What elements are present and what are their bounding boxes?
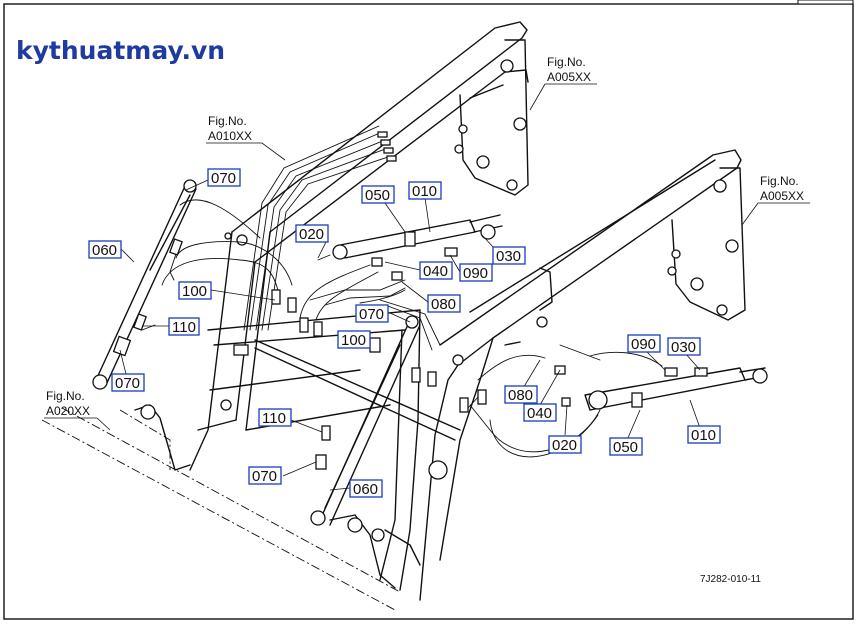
callout-070[interactable]: 070 — [355, 304, 389, 323]
callout-label: 020 — [552, 437, 577, 454]
callout-050[interactable]: 050 — [609, 437, 643, 456]
lower-frame — [197, 309, 421, 591]
callout-010[interactable]: 010 — [687, 425, 721, 444]
callout-090[interactable]: 090 — [627, 334, 661, 353]
right-hoses — [459, 351, 663, 458]
callout-020[interactable]: 020 — [295, 224, 329, 243]
callout-070[interactable]: 070 — [207, 168, 241, 187]
callout-020[interactable]: 020 — [548, 435, 582, 454]
middle-hoses — [299, 264, 406, 337]
callout-label: 030 — [671, 339, 696, 356]
drawing-number: 7J282-010-11 — [700, 574, 761, 585]
left-cylinder — [92, 179, 197, 390]
drawing-frame — [3, 3, 854, 620]
callout-110[interactable]: 110 — [168, 317, 200, 336]
watermark-text: kythuatmay.vn — [16, 36, 225, 65]
callout-100[interactable]: 100 — [178, 281, 212, 300]
fig-ref-line2: A020XX — [46, 404, 90, 418]
left-hoses — [141, 199, 297, 331]
callout-label: 110 — [262, 410, 286, 427]
callout-label: 010 — [691, 427, 716, 444]
callout-label: 030 — [496, 248, 521, 265]
right-boom-arm — [419, 149, 746, 601]
hose-bundle — [243, 125, 461, 441]
callout-030[interactable]: 030 — [492, 246, 526, 265]
callout-050[interactable]: 050 — [361, 185, 395, 204]
callout-label: 010 — [412, 183, 437, 200]
callout-label: 050 — [613, 439, 638, 456]
callout-label: 080 — [508, 387, 533, 404]
callout-label: 080 — [431, 296, 456, 313]
figure-reference-a010xx: Fig.No. A010XX — [206, 114, 286, 161]
figure-reference-a005xx-right: Fig.No. A005XX — [741, 174, 810, 226]
callout-label: 070 — [115, 375, 140, 392]
fig-ref-line1: Fig.No. — [208, 114, 247, 128]
callout-110[interactable]: 110 — [258, 408, 292, 427]
callout-080[interactable]: 080 — [504, 385, 538, 404]
callout-label: 070 — [211, 170, 236, 187]
callout-030[interactable]: 030 — [667, 337, 701, 356]
top-cylinder — [317, 214, 503, 267]
callout-label: 100 — [341, 332, 366, 349]
bucket-outline — [41, 404, 421, 611]
callout-080[interactable]: 080 — [427, 294, 461, 313]
callout-040[interactable]: 040 — [419, 261, 453, 280]
callout-040[interactable]: 040 — [523, 403, 557, 422]
fig-ref-line2: A010XX — [208, 129, 252, 143]
callout-070[interactable]: 070 — [248, 466, 282, 485]
callout-label: 070 — [252, 468, 277, 485]
right-cylinder — [469, 344, 768, 453]
frame-corner-tab — [797, 0, 854, 5]
callout-label: 060 — [353, 481, 378, 498]
callout-label: 090 — [631, 336, 656, 353]
callout-label: 070 — [359, 306, 384, 323]
fig-ref-line2: A005XX — [760, 189, 804, 203]
fig-ref-line1: Fig.No. — [46, 389, 85, 403]
fig-ref-line1: Fig.No. — [547, 55, 586, 69]
callout-060[interactable]: 060 — [349, 479, 383, 498]
callout-label: 050 — [365, 187, 390, 204]
left-boom-arm — [189, 21, 529, 471]
callout-100[interactable]: 100 — [337, 330, 371, 349]
callout-leaders — [119, 179, 701, 491]
callout-label: 040 — [423, 263, 448, 280]
callout-label: 040 — [527, 405, 552, 422]
fig-ref-line1: Fig.No. — [760, 174, 799, 188]
figure-reference-a020xx: Fig.No. A020XX — [44, 389, 111, 431]
callout-label: 060 — [92, 242, 117, 259]
callout-label: 090 — [463, 265, 488, 282]
callout-060[interactable]: 060 — [88, 240, 122, 259]
callout-070[interactable]: 070 — [111, 373, 145, 392]
callout-090[interactable]: 090 — [459, 263, 493, 282]
callouts: 070 060 100 110 070 050 010 020 030 040 … — [88, 168, 721, 498]
fig-ref-line2: A005XX — [547, 70, 591, 84]
figure-reference-a005xx-top: Fig.No. A005XX — [529, 55, 597, 111]
center-cylinder — [310, 315, 437, 526]
callout-label: 110 — [172, 319, 196, 336]
callout-010[interactable]: 010 — [408, 181, 442, 200]
callout-label: 020 — [299, 226, 324, 243]
callout-label: 100 — [182, 283, 207, 300]
